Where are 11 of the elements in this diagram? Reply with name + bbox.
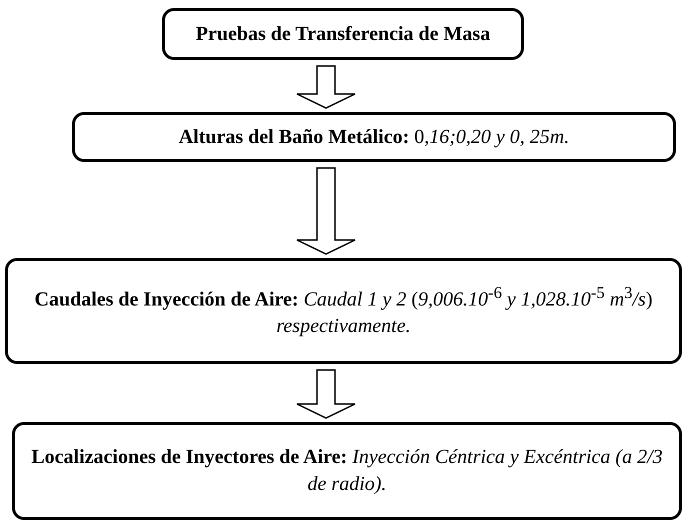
process-box [12, 422, 682, 520]
process-box [72, 112, 676, 162]
block-arrow [296, 167, 356, 255]
process-box [5, 258, 682, 364]
box-text: Caudales de Inyección de Aire: Caudal 1 y 2 (9,006.10$^{-6}$ y 1,028.10$^{-5}$ m$^{3}$/s) respectivamente. [34, 282, 654, 340]
block-arrow [296, 65, 356, 109]
box-text: Alturas del Baño Metálico: 0,16;0,20 y 0, 25m. [178, 124, 570, 150]
box-text: Pruebas de Transferencia de Masa [196, 22, 490, 46]
block-arrow [296, 369, 356, 419]
box-text: Localizaciones de Inyectores de Aire: Inyección Céntrica y Excéntrica (a 2/3 de radio). [30, 445, 664, 497]
process-box [162, 8, 524, 60]
